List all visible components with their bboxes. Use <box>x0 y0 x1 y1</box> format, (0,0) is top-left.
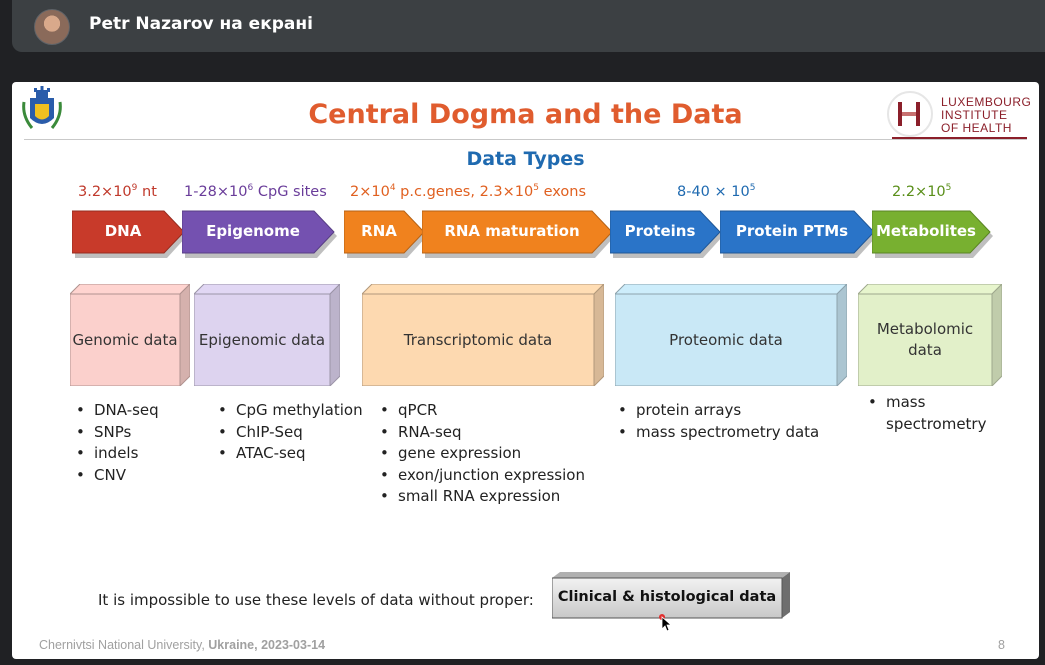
slide-title: Central Dogma and the Data <box>308 99 743 130</box>
box-shape <box>362 284 604 386</box>
bullet-item: DNA-seq <box>76 400 159 422</box>
shared-slide: Central Dogma and the Data LUXEMBOURG IN… <box>12 82 1039 659</box>
arrow-label: Epigenome <box>206 222 300 240</box>
footer-institution: Chernivtsi National University, <box>39 638 209 652</box>
lih-logo: LUXEMBOURG INSTITUTE OF HEALTH <box>886 86 1031 138</box>
bullet-item: mass spectrometry data <box>618 422 819 444</box>
bullet-item: qPCR <box>380 400 585 422</box>
bullet-item: indels <box>76 443 159 465</box>
title-divider <box>24 139 1027 140</box>
count-label: 1-28×106 CpG sites <box>184 183 327 200</box>
data-box-proteomic: Proteomic data <box>615 284 847 386</box>
data-box-epigenomic: Epigenomic data <box>194 284 340 386</box>
arrow-epigenome: Epigenome <box>182 209 340 261</box>
data-box-metabolomic: Metabolomic data <box>858 284 1002 386</box>
arrow-rna-maturation: RNA maturation <box>422 209 618 261</box>
arrow-label: RNA <box>361 222 397 240</box>
bullet-item: CNV <box>76 465 159 487</box>
arrow-dna: DNA <box>72 209 190 261</box>
box-shape <box>858 284 1002 386</box>
university-crest-icon <box>22 86 62 129</box>
bullet-item: exon/junction expression <box>380 465 585 487</box>
bullet-item: small RNA expression <box>380 486 585 508</box>
box-shape <box>70 284 190 386</box>
arrow-shape <box>610 210 723 258</box>
clinical-label: Clinical & histological data <box>557 589 777 605</box>
arrow-shape <box>344 210 427 258</box>
count-label: 2.2×105 <box>892 183 952 200</box>
box-label: Transcriptomic data <box>403 330 553 349</box>
slide-subtitle: Data Types <box>466 148 585 170</box>
bullet-list: qPCRRNA-seqgene expressionexon/junction … <box>380 400 585 508</box>
bullet-list: DNA-seqSNPsindelsCNV <box>76 400 159 486</box>
box-label: Genomic data <box>72 330 178 349</box>
box-shape <box>194 284 340 386</box>
box-label: Epigenomic data <box>198 330 326 349</box>
presenter-avatar[interactable] <box>34 9 70 45</box>
bullet-item: RNA-seq <box>380 422 585 444</box>
bullet-item: mass spectrometry <box>868 392 998 435</box>
arrow-metabolites: Metabolites <box>872 209 996 261</box>
count-label: 8-40 × 105 <box>677 183 756 200</box>
presenter-label: Petr Nazarov на екрані <box>89 14 313 34</box>
bullet-item: ChIP-Seq <box>218 422 363 444</box>
lih-logo-line: LUXEMBOURG <box>941 95 1032 109</box>
bullet-list: protein arraysmass spectrometry data <box>618 400 819 443</box>
arrow-shape <box>422 210 615 258</box>
arrow-shape <box>720 210 877 258</box>
logo-divider <box>892 137 1027 139</box>
clinical-box-shape <box>552 572 790 619</box>
box-shape <box>615 284 847 386</box>
arrow-rna: RNA <box>344 209 430 261</box>
arrow-proteins: Proteins <box>610 209 726 261</box>
clinical-data-box: Clinical & histological data <box>552 572 792 620</box>
data-box-genomic: Genomic data <box>70 284 190 386</box>
arrow-shape <box>72 210 187 258</box>
count-label: 2×104 p.c.genes, 2.3×105 exons <box>350 183 587 200</box>
bullet-item: SNPs <box>76 422 159 444</box>
arrow-shape <box>182 210 337 258</box>
footer-country-date: Ukraine, 2023-03-14 <box>208 638 326 652</box>
bullet-item: protein arrays <box>618 400 819 422</box>
mouse-cursor-icon <box>659 614 672 632</box>
bullet-item: gene expression <box>380 443 585 465</box>
box-label: Metabolomic data <box>876 320 974 359</box>
bullet-item: CpG methylation <box>218 400 363 422</box>
box-label: Proteomic data <box>669 330 783 349</box>
count-label: 3.2×109 nt <box>78 183 157 200</box>
note-text: It is impossible to use these levels of … <box>98 591 534 609</box>
data-box-transcriptomic: Transcriptomic data <box>362 284 604 386</box>
lih-logo-icon <box>887 91 933 137</box>
lih-logo-line: INSTITUTE <box>941 108 1008 122</box>
bullet-list: CpG methylationChIP-SeqATAC-seq <box>218 400 363 465</box>
arrow-label: DNA <box>104 222 142 240</box>
slide-footer: Chernivtsi National University, Ukraine,… <box>39 638 325 652</box>
arrow-shape <box>872 210 993 258</box>
lih-logo-text: LUXEMBOURG INSTITUTE OF HEALTH <box>941 96 1031 135</box>
arrow-label: Metabolites <box>876 222 976 240</box>
arrow-label: RNA maturation <box>444 222 580 240</box>
bullet-item: ATAC-seq <box>218 443 363 465</box>
presenter-bar: Petr Nazarov на екрані <box>12 0 1045 52</box>
page-number: 8 <box>998 638 1005 652</box>
bullet-list: mass spectrometry <box>868 392 998 435</box>
arrow-label: Protein PTMs <box>735 222 849 240</box>
arrow-label: Proteins <box>624 222 696 240</box>
lih-logo-line: OF HEALTH <box>941 121 1012 135</box>
arrow-protein-ptms: Protein PTMs <box>720 209 880 261</box>
